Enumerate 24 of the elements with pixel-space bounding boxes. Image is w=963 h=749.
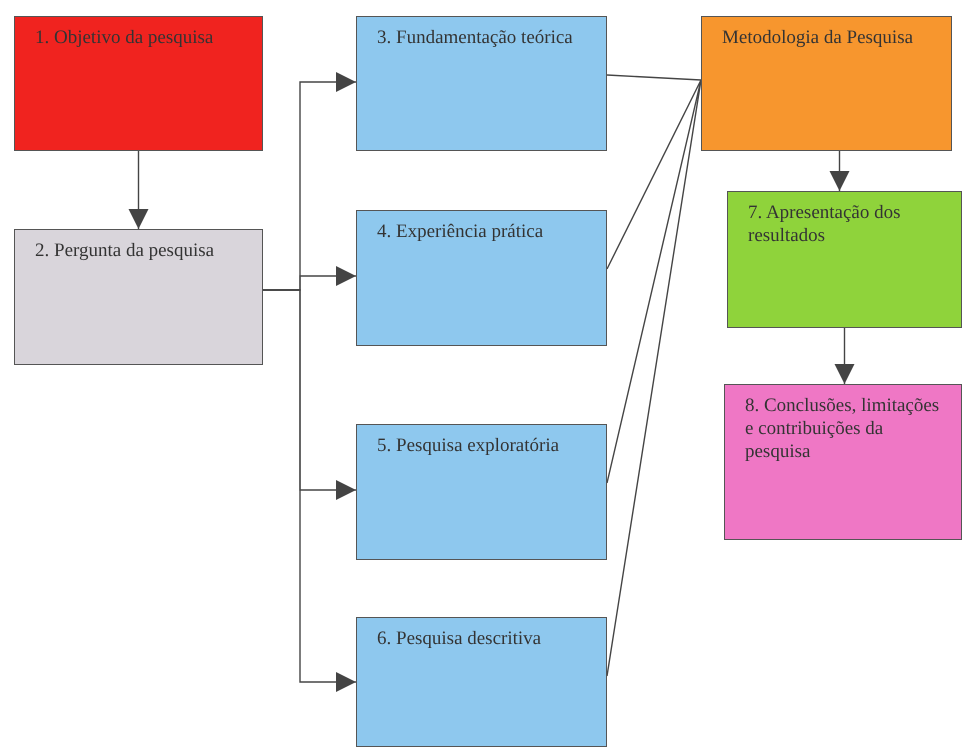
box-label: 7. Apresentação dos resultados	[748, 202, 902, 248]
connector-line	[606, 74, 702, 81]
arrow	[830, 151, 850, 191]
box-label: Metodologia da Pesquisa	[722, 27, 914, 50]
box-label: 2. Pergunta da pesquisa	[35, 240, 216, 263]
arrow	[128, 151, 148, 229]
process-box	[14, 16, 263, 151]
process-box	[356, 424, 607, 560]
process-box	[14, 229, 263, 365]
connector-line	[606, 80, 702, 270]
box-label: 8. Conclusões, limitações e contribuições da pesquisa	[745, 395, 940, 464]
arrow	[834, 328, 854, 384]
process-box	[727, 191, 962, 328]
process-box	[356, 16, 607, 151]
box-label: 1. Objetivo da pesquisa	[35, 27, 214, 50]
box-label: 5. Pesquisa exploratória	[377, 435, 560, 458]
box-label: 6. Pesquisa descritiva	[377, 628, 542, 651]
process-box	[701, 16, 952, 151]
box-label: 4. Experiência prática	[377, 221, 544, 244]
process-box	[356, 617, 607, 747]
arrow	[263, 289, 356, 692]
box-label: 3. Fundamentação teórica	[377, 27, 574, 50]
process-box	[724, 384, 962, 540]
process-box	[356, 210, 607, 346]
